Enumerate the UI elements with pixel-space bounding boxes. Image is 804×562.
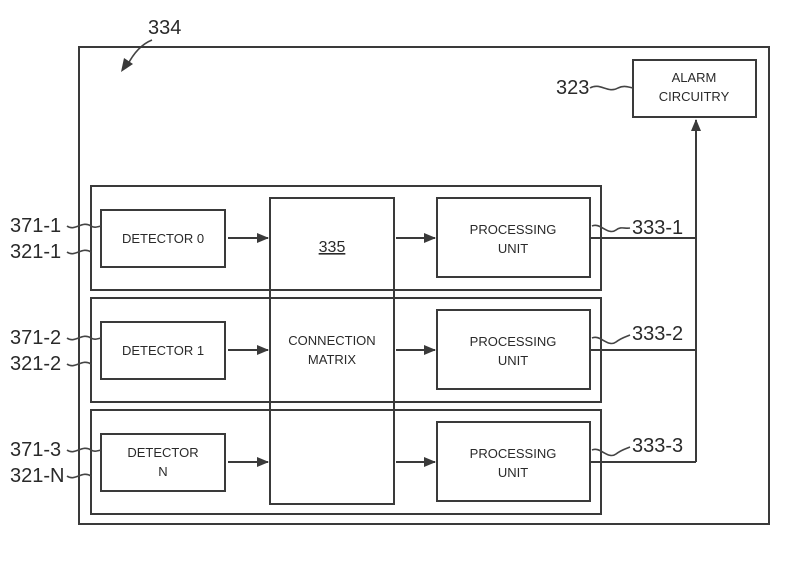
matrix-label-line2: MATRIX bbox=[308, 352, 356, 367]
detector-box-1 bbox=[100, 321, 226, 380]
output-ref-0: 333-1 bbox=[632, 217, 683, 239]
alarm-ref-leader bbox=[589, 85, 634, 91]
alarm-circuitry-box bbox=[632, 59, 757, 118]
output-leader-1 bbox=[591, 334, 631, 345]
input-ref-b-2: 321-N bbox=[10, 465, 64, 487]
output-leader-2 bbox=[591, 446, 631, 457]
output-ref-2: 333-3 bbox=[632, 435, 683, 457]
matrix-ref-label: 335 bbox=[319, 239, 346, 256]
input-leader-a-2 bbox=[66, 447, 102, 453]
detector-label-2b: N bbox=[158, 464, 167, 479]
matrix-label-line1: CONNECTION bbox=[288, 333, 375, 348]
row-box-2 bbox=[90, 409, 602, 515]
input-leader-b-0 bbox=[66, 249, 92, 255]
detector-label-0: DETECTOR 0 bbox=[122, 231, 204, 246]
processing-unit-label-0a: PROCESSING bbox=[470, 222, 557, 237]
system-box bbox=[78, 46, 770, 525]
connection-matrix-box bbox=[269, 197, 395, 505]
alarm-ref-label: 323 bbox=[556, 77, 589, 99]
input-ref-b-1: 321-2 bbox=[10, 353, 61, 375]
detector-label-2a: DETECTOR bbox=[127, 445, 198, 460]
input-ref-a-0: 371-1 bbox=[10, 215, 61, 237]
processing-unit-box-0 bbox=[436, 197, 591, 278]
input-leader-a-1 bbox=[66, 335, 102, 341]
processing-unit-box-2 bbox=[436, 421, 591, 502]
alarm-label-line1: ALARM bbox=[672, 70, 717, 85]
processing-unit-label-0b: UNIT bbox=[498, 241, 528, 256]
detector-label-1: DETECTOR 1 bbox=[122, 343, 204, 358]
input-ref-a-2: 371-3 bbox=[10, 439, 61, 461]
processing-unit-label-2a: PROCESSING bbox=[470, 446, 557, 461]
processing-unit-label-2b: UNIT bbox=[498, 465, 528, 480]
figure-label-leader bbox=[126, 39, 153, 67]
input-leader-a-0 bbox=[66, 223, 102, 229]
processing-unit-label-1a: PROCESSING bbox=[470, 334, 557, 349]
alarm-label-line2: CIRCUITRY bbox=[659, 89, 730, 104]
figure-label: 334 bbox=[148, 17, 181, 39]
input-ref-a-1: 371-2 bbox=[10, 327, 61, 349]
input-ref-b-0: 321-1 bbox=[10, 241, 61, 263]
output-ref-1: 333-2 bbox=[632, 323, 683, 345]
processing-unit-label-1b: UNIT bbox=[498, 353, 528, 368]
figure-label-arrowhead bbox=[121, 58, 133, 72]
input-leader-b-1 bbox=[66, 361, 92, 367]
processing-unit-box-1 bbox=[436, 309, 591, 390]
input-leader-b-2 bbox=[66, 473, 92, 479]
detector-box-2 bbox=[100, 433, 226, 492]
output-leader-0 bbox=[591, 224, 631, 233]
detector-box-0 bbox=[100, 209, 226, 268]
